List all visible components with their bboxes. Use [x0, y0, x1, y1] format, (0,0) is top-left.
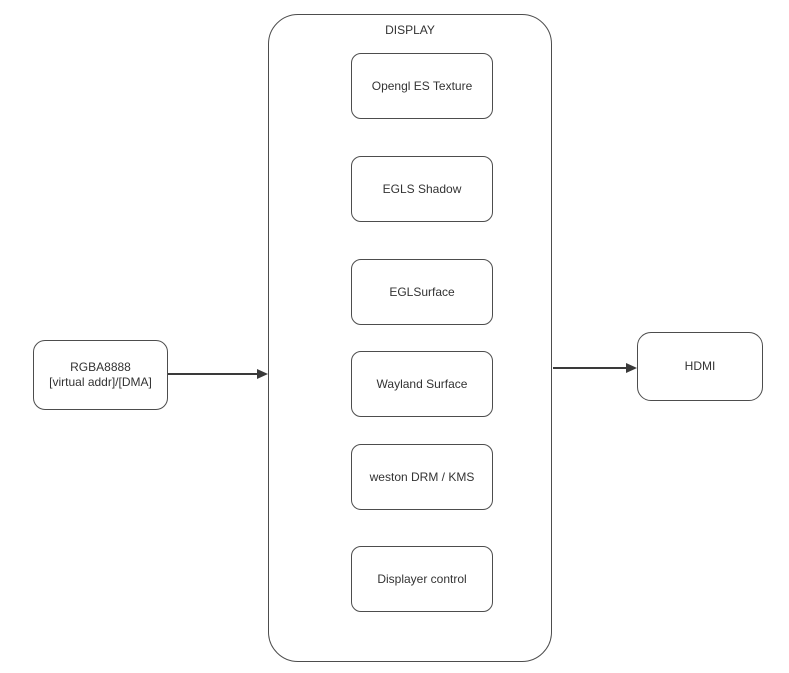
- input-node-label-line2: [virtual addr]/[DMA]: [49, 375, 152, 389]
- node-label: Displayer control: [377, 571, 467, 586]
- node-label: Wayland Surface: [376, 376, 468, 391]
- node-label: weston DRM / KMS: [369, 469, 475, 484]
- node-eglsurface: EGLSurface: [351, 259, 493, 325]
- output-node-label: HDMI: [684, 359, 716, 373]
- arrowhead-right-icon: [257, 369, 268, 379]
- arrowhead-right-icon: [626, 363, 637, 373]
- display-container: DISPLAY Opengl ES Texture EGLS Shadow EG…: [268, 14, 552, 662]
- arrow-input-to-display: [168, 373, 258, 375]
- input-node-label-line1: RGBA8888: [70, 360, 131, 374]
- node-egls-shadow: EGLS Shadow: [351, 156, 493, 222]
- node-opengl-es-texture: Opengl ES Texture: [351, 53, 493, 119]
- node-displayer-control: Displayer control: [351, 546, 493, 612]
- node-hdmi-output: HDMI: [637, 332, 763, 401]
- node-label: EGLS Shadow: [382, 181, 462, 196]
- node-weston-drm-kms: weston DRM / KMS: [351, 444, 493, 510]
- node-label: EGLSurface: [389, 284, 455, 299]
- node-label: Opengl ES Texture: [371, 78, 473, 93]
- display-container-title: DISPLAY: [385, 23, 435, 37]
- arrow-display-to-hdmi: [553, 367, 627, 369]
- node-rgba8888-input: RGBA8888 [virtual addr]/[DMA]: [33, 340, 168, 410]
- node-wayland-surface: Wayland Surface: [351, 351, 493, 417]
